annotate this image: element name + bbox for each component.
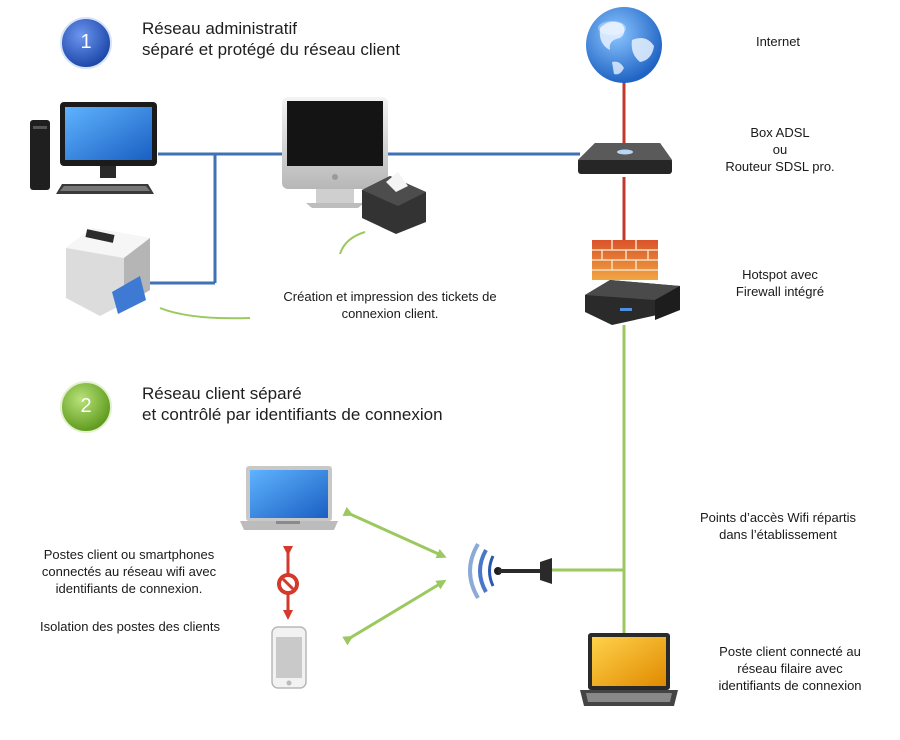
desktop-pc-icon xyxy=(30,102,157,194)
wifi-label: Points d’accès Wifi répartis dans l’étab… xyxy=(678,509,878,543)
router-label-line2: ou xyxy=(772,142,788,157)
hotspot-label-line1: Hotspot avec xyxy=(742,267,818,282)
firewall-brick-icon xyxy=(592,240,658,280)
admin-network-links xyxy=(150,152,580,285)
wired-client-label-line1: Poste client connecté au xyxy=(719,644,861,659)
smartphone-icon xyxy=(271,626,307,689)
wifi-clients-label-line3: identifiants de connexion. xyxy=(55,581,203,596)
wifi-antenna-icon xyxy=(468,542,552,600)
wifi-label-line1: Points d’accès Wifi répartis xyxy=(699,510,857,525)
laser-printer-icon xyxy=(66,228,150,316)
tickets-label-line1: Création et impression des tickets de xyxy=(283,289,497,304)
badge-1-number: 1 xyxy=(80,31,92,53)
badge-1 xyxy=(60,17,112,69)
wired-client-label: Poste client connecté au réseau filaire … xyxy=(690,643,890,694)
router-icon xyxy=(578,143,672,174)
wifi-clients-label: Postes client ou smartphones connectés a… xyxy=(14,546,244,597)
hotspot-label-line2: Firewall intégré xyxy=(735,284,825,299)
wifi-clients-label-line2: connectés au réseau wifi avec xyxy=(41,564,217,579)
ticket-printer-icon xyxy=(362,172,426,234)
client-network-links xyxy=(159,231,626,646)
wired-client-label-line3: identifiants de connexion xyxy=(718,678,862,693)
tickets-label: Création et impression des tickets de co… xyxy=(255,288,525,322)
hotspot-label: Hotspot avec Firewall intégré xyxy=(700,266,860,300)
badge-2-number: 2 xyxy=(80,395,92,417)
imac-icon xyxy=(282,97,388,208)
wifi-label-line2: dans l’établissement xyxy=(719,527,837,542)
section-2-heading-line1: Réseau client séparé xyxy=(142,384,302,403)
isolation-label: Isolation des postes des clients xyxy=(40,619,220,634)
router-label-line3: Routeur SDSL pro. xyxy=(725,159,835,174)
section-2-heading: Réseau client séparé et contrôlé par ide… xyxy=(142,383,443,425)
router-label-line1: Box ADSL xyxy=(750,125,810,140)
section-2-heading-line2: et contrôlé par identifiants de connexio… xyxy=(142,405,443,424)
hotspot-box-icon xyxy=(585,280,680,325)
laptop-icon xyxy=(240,466,338,530)
wifi-clients-label-line1: Postes client ou smartphones xyxy=(43,547,215,562)
wired-laptop-icon xyxy=(580,633,678,706)
section-1-heading-line2: séparé et protégé du réseau client xyxy=(142,40,401,59)
router-label: Box ADSL ou Routeur SDSL pro. xyxy=(700,124,860,175)
wired-client-label-line2: réseau filaire avec xyxy=(737,661,843,676)
internet-label: Internet xyxy=(755,34,801,49)
no-entry-icon xyxy=(277,546,299,620)
section-1-heading: Réseau administratif séparé et protégé d… xyxy=(142,18,400,60)
badge-2 xyxy=(60,381,112,433)
section-1-heading-line1: Réseau administratif xyxy=(142,19,297,38)
globe-icon xyxy=(586,7,662,83)
tickets-label-line2: connexion client. xyxy=(341,306,439,321)
